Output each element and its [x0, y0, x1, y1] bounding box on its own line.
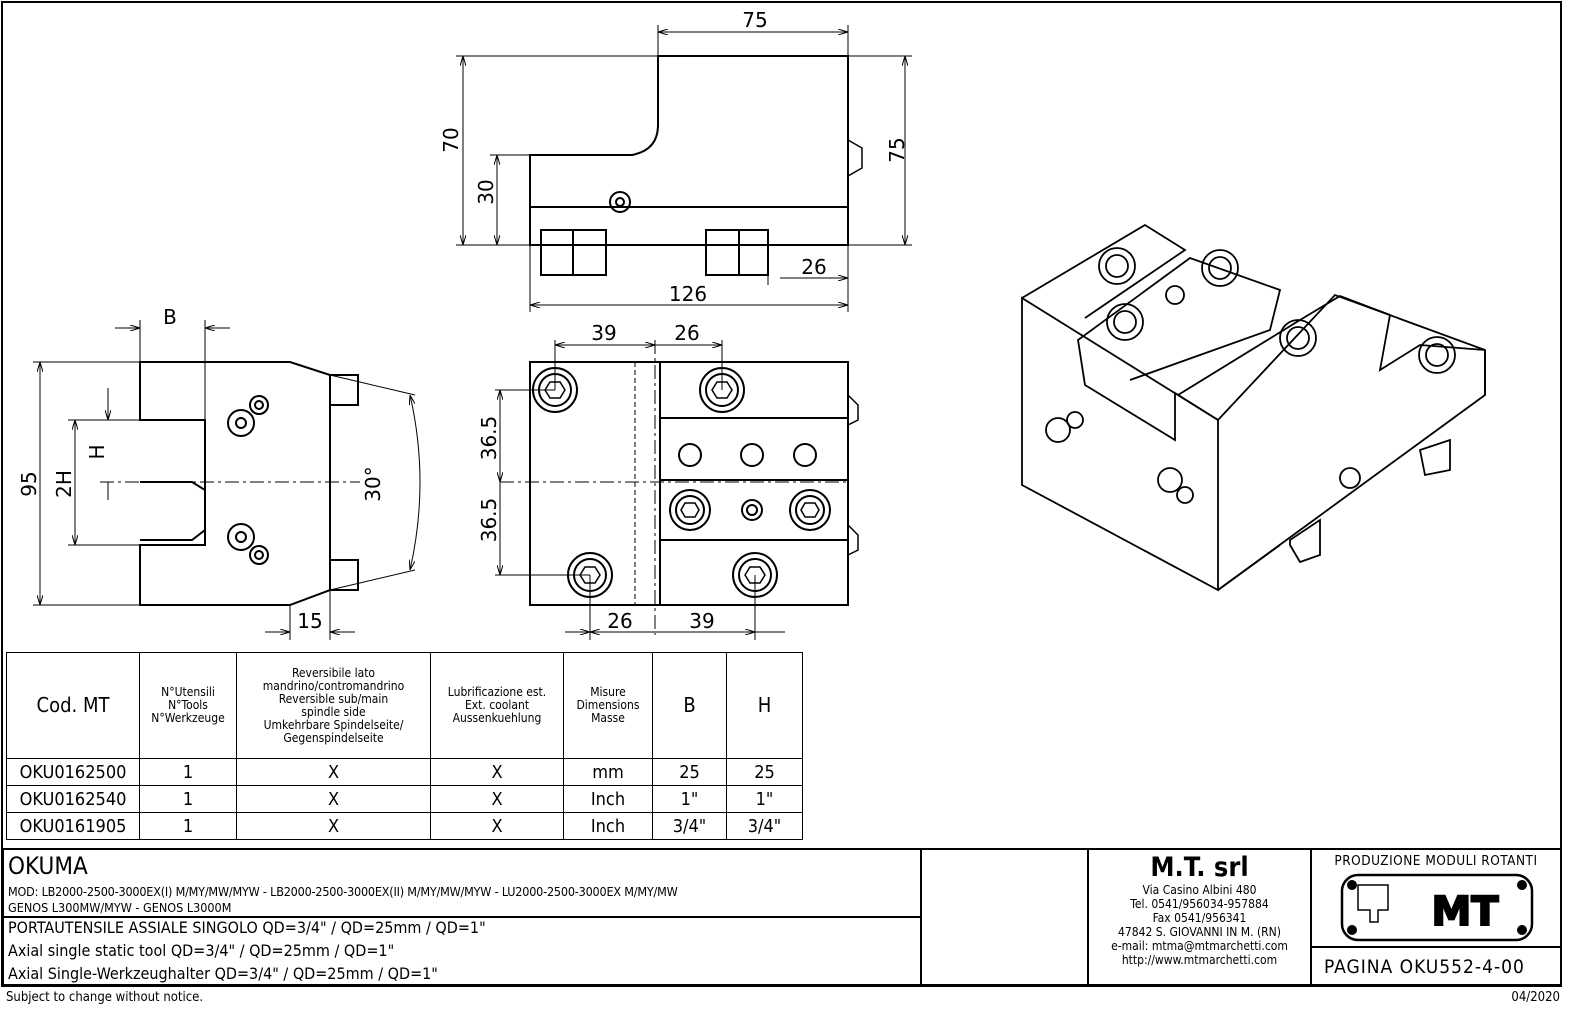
- production-block: PRODUZIONE MODULI ROTANTI PAGINA OKU552-…: [1310, 848, 1562, 986]
- email: e-mail: mtma@mtmarchetti.com: [1111, 939, 1288, 953]
- cell: 3/4": [652, 812, 727, 840]
- title-block-blank: [920, 848, 1089, 986]
- dim-label: 30°: [361, 466, 385, 501]
- phone: Tel. 0541/956034-957884: [1130, 897, 1269, 911]
- col-code: Cod. MT: [6, 652, 140, 759]
- dim-label: 126: [669, 282, 707, 306]
- page-number: PAGINA OKU552-4-00: [1324, 956, 1525, 978]
- cell: X: [430, 812, 564, 840]
- dim-label: 95: [17, 471, 41, 496]
- dim-label: 15: [297, 609, 322, 633]
- dim-label: H: [85, 444, 109, 459]
- company-name: M.T. srl: [1150, 852, 1249, 883]
- cell: 1: [139, 785, 237, 813]
- isometric-view: [1021, 223, 1486, 592]
- cell: X: [236, 812, 431, 840]
- dim-label: 26: [801, 255, 826, 279]
- col-h: H: [726, 652, 803, 759]
- fax: Fax 0541/956341: [1152, 911, 1247, 925]
- top-view: 75 70 30 75 126 26: [439, 8, 912, 312]
- brand: OKUMA: [8, 852, 88, 880]
- cell: 1: [139, 812, 237, 840]
- disclaimer: Subject to change without notice.: [6, 990, 204, 1005]
- dim-label: 39: [591, 321, 616, 345]
- company-block: M.T. srl Via Casino Albini 480 Tel. 0541…: [1087, 848, 1312, 986]
- cell: X: [430, 758, 564, 786]
- svg-text:MT: MT: [1431, 889, 1499, 935]
- bolt-icon: [669, 489, 711, 531]
- cell: Inch: [563, 785, 653, 813]
- description-en: Axial single static tool QD=3/4" / QD=25…: [8, 941, 395, 960]
- dim-label: 36.5: [477, 498, 501, 543]
- side-view: 39 26 36.5 36.5 26 39: [477, 321, 859, 640]
- dim-label: 75: [885, 137, 909, 162]
- dim-label: 30: [474, 179, 498, 204]
- dim-label: 26: [674, 321, 699, 345]
- cell: 25: [726, 758, 803, 786]
- cell: X: [236, 785, 431, 813]
- cell: X: [236, 758, 431, 786]
- cell: OKU0161905: [6, 812, 140, 840]
- sheet-border: [1, 1, 1562, 987]
- title-block-description: OKUMA MOD: LB2000-2500-3000EX(I) M/MY/MW…: [2, 848, 922, 986]
- col-coolant: Lubrificazione est. Ext. coolant Aussenk…: [430, 652, 564, 759]
- front-view: B 95 2H H 30° 15: [17, 305, 421, 640]
- cell: X: [430, 785, 564, 813]
- cell: 3/4": [726, 812, 803, 840]
- spec-table: Cod. MT N°Utensili N°Tools N°Werkzeuge R…: [6, 652, 803, 840]
- dim-label: 26: [607, 609, 632, 633]
- models-line-2: GENOS L300MW/MYW - GENOS L3000M: [8, 900, 232, 915]
- cell: 1": [726, 785, 803, 813]
- city: 47842 S. GIOVANNI IN M. (RN): [1118, 925, 1281, 939]
- col-tools: N°Utensili N°Tools N°Werkzeuge: [139, 652, 237, 759]
- cell: OKU0162500: [6, 758, 140, 786]
- table-header: Cod. MT N°Utensili N°Tools N°Werkzeuge R…: [6, 652, 803, 759]
- dim-label: B: [163, 305, 177, 329]
- address-line: Via Casino Albini 480: [1142, 883, 1257, 897]
- models-line-1: MOD: LB2000-2500-3000EX(I) M/MY/MW/MYW -…: [8, 884, 678, 899]
- col-dimensions: Misure Dimensions Masse: [563, 652, 653, 759]
- dim-label: 2H: [52, 470, 76, 498]
- cell: 1": [652, 785, 727, 813]
- description-it: PORTAUTENSILE ASSIALE SINGOLO QD=3/4" / …: [8, 918, 486, 937]
- production-label: PRODUZIONE MODULI ROTANTI: [1334, 853, 1538, 869]
- cell: Inch: [563, 812, 653, 840]
- revision-date: 04/2020: [1511, 990, 1560, 1005]
- cell: OKU0162540: [6, 785, 140, 813]
- cell: 25: [652, 758, 727, 786]
- dim-label: 39: [689, 609, 714, 633]
- col-b: B: [652, 652, 727, 759]
- website: http://www.mtmarchetti.com: [1121, 953, 1278, 967]
- description-de: Axial Single-Werkzeughalter QD=3/4" / QD…: [8, 964, 438, 983]
- mt-logo: MT: [1340, 873, 1534, 942]
- cell: mm: [563, 758, 653, 786]
- dim-label: 70: [439, 127, 463, 152]
- bolt-icon: [789, 489, 831, 531]
- cell: 1: [139, 758, 237, 786]
- col-reversible: Reversibile lato mandrino/contromandrino…: [236, 652, 431, 759]
- dim-label: 75: [742, 8, 767, 32]
- dim-label: 36.5: [477, 416, 501, 461]
